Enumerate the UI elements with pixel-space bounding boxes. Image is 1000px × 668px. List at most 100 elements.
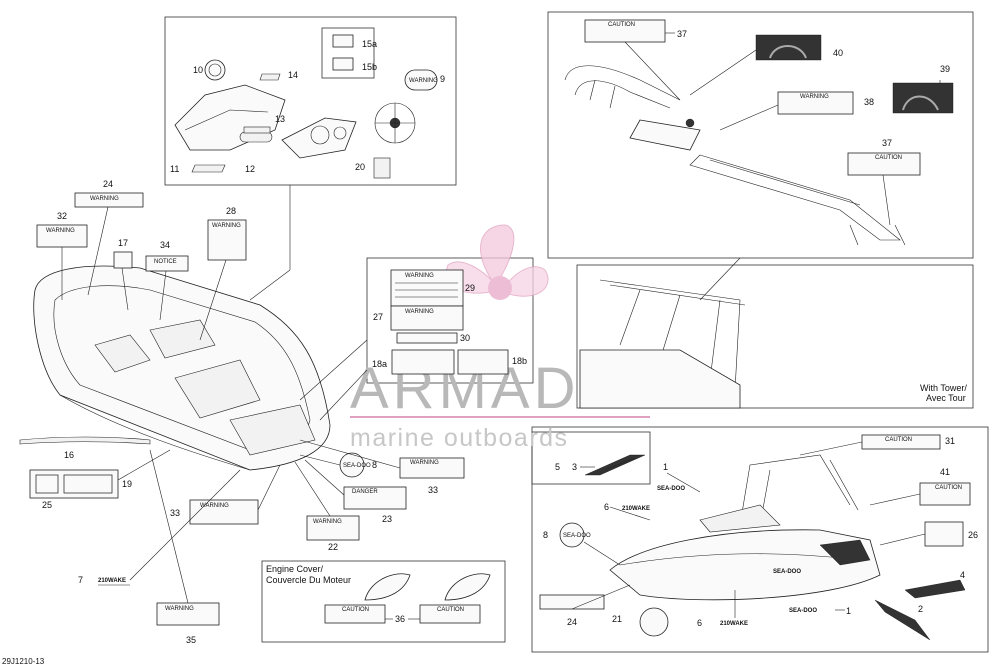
callout-1-lower: 1 <box>846 606 851 616</box>
dashboard-drawing: WARNING <box>174 27 438 179</box>
graphics-panel-frame <box>531 426 989 653</box>
svg-text:CAUTION: CAUTION <box>437 607 464 613</box>
svg-text:WARNING: WARNING <box>90 196 119 202</box>
leader-lines-tower <box>624 32 941 226</box>
callout-8-side: 8 <box>543 530 548 540</box>
label-33-lower: WARNING <box>189 499 259 525</box>
label-22: WARNING <box>306 515 360 541</box>
decal-5-3 <box>584 454 646 476</box>
label-26 <box>924 521 964 547</box>
callout-3: 3 <box>572 462 577 472</box>
callout-30: 30 <box>460 333 470 343</box>
callout-38: 38 <box>864 97 874 107</box>
callout-9: 9 <box>440 74 445 84</box>
svg-text:SEA-DOO: SEA-DOO <box>563 533 591 539</box>
badge-21 <box>639 607 669 637</box>
callout-24-side: 24 <box>567 617 577 627</box>
callout-21: 21 <box>612 614 622 624</box>
badge-8-side: SEA-DOO <box>559 522 591 548</box>
svg-text:CAUTION: CAUTION <box>342 607 369 613</box>
svg-text:SEA-DOO: SEA-DOO <box>343 463 371 469</box>
callout-7: 7 <box>78 575 83 585</box>
callout-6-lower: 6 <box>697 618 702 628</box>
tower-caption-line2: Avec Tour <box>926 393 966 403</box>
svg-text:WARNING: WARNING <box>800 94 829 100</box>
callout-31: 31 <box>945 436 955 446</box>
label-29: WARNING <box>390 269 464 307</box>
label-24-side <box>539 594 605 610</box>
engine-caption-line1: Engine Cover/ <box>266 564 324 574</box>
callout-32: 32 <box>57 211 67 221</box>
svg-text:WARNING: WARNING <box>405 309 434 315</box>
callout-33-upper: 33 <box>428 485 438 495</box>
decal-stripe-16 <box>19 436 151 445</box>
label-27: WARNING <box>390 305 464 331</box>
leader-lines-graphics <box>571 441 926 618</box>
warning-labels-panel-frame <box>366 257 534 384</box>
callout-23: 23 <box>382 514 392 524</box>
boat-side-view <box>609 454 881 601</box>
svg-text:SEA-DOO: SEA-DOO <box>657 486 685 492</box>
boat-side-brand: SEA-DOO <box>773 569 801 575</box>
svg-text:SEA-DOO: SEA-DOO <box>789 608 817 614</box>
callout-18a: 18a <box>372 359 387 369</box>
tower-panel-frame <box>547 11 974 259</box>
svg-text:WARNING: WARNING <box>212 223 241 229</box>
svg-text:WARNING: WARNING <box>405 273 434 279</box>
svg-text:CAUTION: CAUTION <box>935 485 962 491</box>
label-24: WARNING <box>74 192 144 208</box>
callout-40: 40 <box>833 48 843 58</box>
label-32: WARNING <box>36 224 88 248</box>
callout-14: 14 <box>288 70 298 80</box>
callout-5: 5 <box>555 462 560 472</box>
callout-27: 27 <box>373 312 383 322</box>
callout-37-lower: 37 <box>882 138 892 148</box>
svg-text:WARNING: WARNING <box>410 460 439 466</box>
callout-28: 28 <box>226 206 236 216</box>
svg-text:WARNING: WARNING <box>200 503 229 509</box>
label-19 <box>29 469 119 499</box>
watermark-tagline: marine outboards <box>350 424 569 452</box>
callout-4: 4 <box>960 570 965 580</box>
svg-text:WARNING: WARNING <box>165 606 194 612</box>
badge-8-main: SEA-DOO <box>339 452 371 478</box>
engine-cover-right: CAUTION <box>419 573 491 624</box>
engine-cover-panel-frame <box>261 560 506 643</box>
callout-2: 2 <box>918 604 923 614</box>
engine-caption-line2: Couvercle Du Moteur <box>266 575 351 585</box>
callout-24: 24 <box>103 179 113 189</box>
label-18a <box>391 349 455 375</box>
decal-7: 210WAKE <box>98 578 130 586</box>
callout-34: 34 <box>160 240 170 250</box>
callout-29: 29 <box>465 283 475 293</box>
callout-19: 19 <box>122 479 132 489</box>
tower-side-panel-frame <box>576 264 974 409</box>
label-31: CAUTION <box>861 434 941 450</box>
drawing-id: 29J1210-13 <box>2 657 45 666</box>
callout-8-main: 8 <box>372 460 377 470</box>
label-30 <box>396 332 458 344</box>
decal-6-upper: 210WAKE <box>622 506 650 512</box>
svg-text:CAUTION: CAUTION <box>608 22 635 28</box>
callout-26: 26 <box>968 530 978 540</box>
leader-lines-main <box>61 206 401 604</box>
svg-text:WARNING: WARNING <box>46 228 75 234</box>
label-37-top: CAUTION <box>584 19 666 43</box>
callout-10: 10 <box>193 65 203 75</box>
label-41: CAUTION <box>919 482 971 506</box>
callout-1-upper: 1 <box>663 462 668 472</box>
svg-text:NOTICE: NOTICE <box>154 259 177 265</box>
label-35: WARNING <box>156 602 220 626</box>
svg-text:210WAKE: 210WAKE <box>622 506 650 512</box>
label-17 <box>113 251 133 269</box>
callout-17: 17 <box>118 238 128 248</box>
label-40 <box>755 34 822 61</box>
callout-13: 13 <box>275 114 285 124</box>
callout-37-top: 37 <box>677 29 687 39</box>
svg-text:CAUTION: CAUTION <box>875 155 902 161</box>
callout-6-upper: 6 <box>604 502 609 512</box>
callout-35: 35 <box>186 635 196 645</box>
callout-41: 41 <box>940 467 950 477</box>
svg-text:CAUTION: CAUTION <box>885 437 912 443</box>
callout-25: 25 <box>42 500 52 510</box>
